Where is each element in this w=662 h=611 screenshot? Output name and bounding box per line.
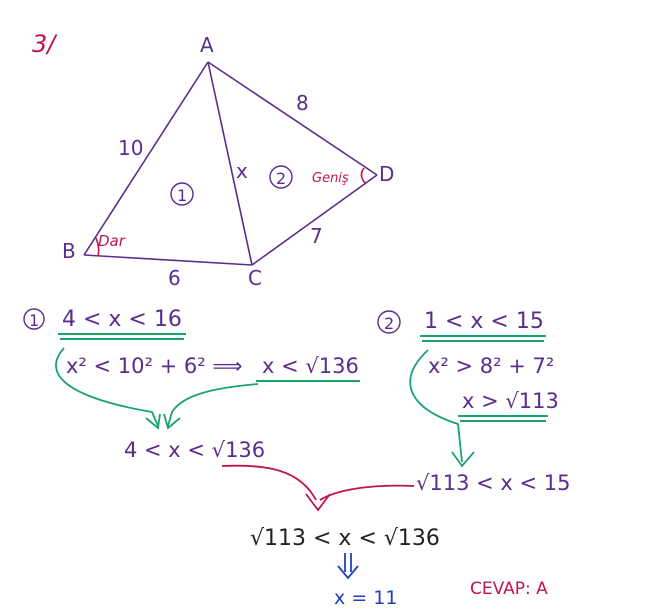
side-bc-label: 6 bbox=[168, 266, 181, 290]
side-cd-label: 7 bbox=[310, 224, 323, 248]
merge-arrows bbox=[221, 464, 415, 512]
vertex-a-label: A bbox=[200, 33, 214, 57]
case1-inequality: x² < 10² + 6² ⟹ bbox=[66, 354, 242, 378]
case1-circle bbox=[23, 308, 45, 330]
region-one-label: 1 bbox=[177, 186, 187, 205]
final-range: √113 < x < √136 bbox=[250, 526, 440, 551]
edge-ab bbox=[83, 61, 209, 256]
case1-range: 4 < x < 16 bbox=[62, 307, 182, 332]
quadrilateral bbox=[83, 61, 378, 266]
arrow-case1-right bbox=[167, 383, 259, 427]
case2-inequality: x² > 8² + 7² bbox=[428, 354, 554, 378]
vertex-c-label: C bbox=[248, 266, 262, 290]
case2-result: x > √113 bbox=[462, 389, 559, 413]
edge-bc bbox=[83, 254, 253, 266]
vertex-d-label: D bbox=[379, 162, 394, 186]
merge-arrow-head bbox=[305, 493, 331, 512]
arrow-case2-head bbox=[451, 451, 475, 468]
problem-number: 3/ bbox=[32, 30, 58, 58]
angle-d-arc bbox=[360, 167, 367, 185]
region-two-label: 2 bbox=[276, 169, 286, 188]
merge-arrow-left bbox=[221, 464, 317, 501]
side-ad-label: 8 bbox=[296, 91, 309, 115]
combined-range-1: 4 < x < √136 bbox=[124, 438, 265, 462]
case2-circle bbox=[377, 310, 401, 334]
arrow-case1-left-head bbox=[145, 413, 161, 430]
region-one-circle bbox=[170, 182, 194, 206]
angle-d-label: Geniş bbox=[312, 171, 349, 186]
merge-arrow-right bbox=[319, 484, 415, 501]
case2-range: 1 < x < 15 bbox=[424, 309, 544, 334]
arrow-case1-right-head bbox=[163, 413, 181, 430]
angle-b-label: Dar bbox=[98, 232, 126, 250]
cevap-label: CEVAP: A bbox=[470, 579, 548, 599]
answer-arrow-head bbox=[337, 565, 359, 580]
answer-arrow bbox=[337, 553, 359, 580]
guide-arrows bbox=[55, 347, 475, 468]
case2-label: 2 bbox=[384, 314, 394, 333]
diagonal-ac bbox=[207, 61, 253, 266]
final-answer: x = 11 bbox=[334, 587, 397, 609]
case1-label: 1 bbox=[29, 311, 39, 330]
region-two-circle bbox=[269, 165, 293, 189]
edge-ad bbox=[207, 61, 378, 176]
vertex-b-label: B bbox=[62, 239, 76, 263]
combined-range-2: √113 < x < 15 bbox=[416, 471, 571, 495]
arrow-case2 bbox=[409, 349, 463, 463]
case1-result: x < √136 bbox=[262, 354, 359, 378]
arrow-case1-left bbox=[55, 347, 159, 427]
side-ac-label: x bbox=[236, 159, 248, 183]
side-ab-label: 10 bbox=[118, 136, 143, 160]
angle-b-arc bbox=[95, 237, 100, 257]
edge-cd bbox=[251, 174, 378, 266]
